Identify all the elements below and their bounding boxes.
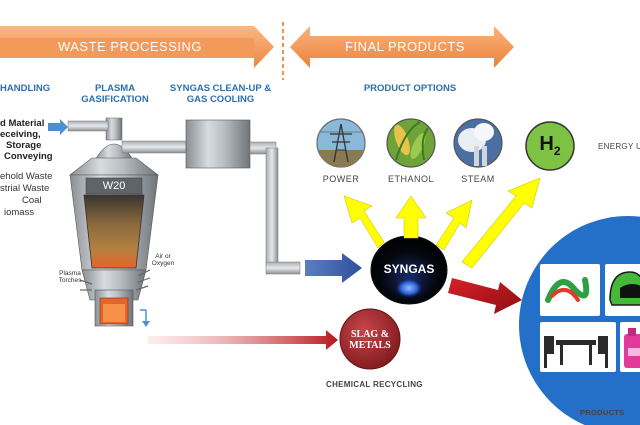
- power-pylon-icon: [316, 118, 366, 168]
- syngas-inlet-arrow: [305, 253, 362, 283]
- antifreeze-jug-icon: [624, 328, 640, 368]
- chemical-recycling-label: CHEMICAL RECYCLING: [326, 380, 423, 389]
- power-label: POWER: [322, 174, 360, 184]
- rope-icon: [545, 277, 590, 303]
- banner-arrows: [0, 22, 514, 80]
- handling-header: HANDLING: [0, 83, 51, 94]
- syngas-cleanup-header: SYNGAS CLEAN-UP & GAS COOLING: [169, 83, 272, 105]
- slag-arrow: [148, 330, 338, 350]
- feed-handling-text: d Material eceiving, Storage Conveying: [0, 118, 53, 162]
- ethanol-label: ETHANOL: [387, 174, 434, 184]
- plasma-gasification-header: PLASMA GASIFICATION: [81, 83, 149, 105]
- steam-label: STEAM: [461, 174, 495, 184]
- slag-metals-label: SLAG & METALS: [349, 329, 391, 351]
- products-cluster: [519, 216, 640, 425]
- feed-inlet-arrow: [48, 119, 68, 135]
- products-arrow: [448, 278, 522, 314]
- gas-cleanup-ducting: [121, 119, 301, 275]
- syngas-node: [370, 235, 448, 305]
- feedstock-list: ehold Waste strial Waste Coal iomass: [0, 171, 53, 218]
- hydrogen-symbol: H2: [539, 133, 561, 158]
- final-products-double-arrow: [290, 26, 514, 68]
- reactor-model-label: W20: [102, 180, 126, 192]
- final-products-title: FINAL PRODUCTS: [345, 39, 465, 54]
- syngas-label: SYNGAS: [383, 262, 435, 276]
- slag-metals-node: [339, 308, 401, 370]
- patio-furniture-icon: [544, 336, 608, 368]
- product-arrows: [343, 177, 541, 269]
- hydrogen-node: [525, 121, 575, 171]
- plasma-reactor: [67, 117, 159, 327]
- energy-use-label: ENERGY U: [598, 142, 640, 151]
- product-options-header: PRODUCT OPTIONS: [363, 83, 457, 94]
- steam-plant-icon: [453, 118, 503, 168]
- waste-processing-title: WASTE PROCESSING: [57, 39, 203, 54]
- plasma-torches-label: Plasma Torches: [58, 270, 82, 284]
- products-label: PRODUCTS: [580, 408, 625, 417]
- air-oxygen-label: Air or Oxygen: [151, 253, 175, 267]
- ethanol-corn-icon: [386, 118, 436, 168]
